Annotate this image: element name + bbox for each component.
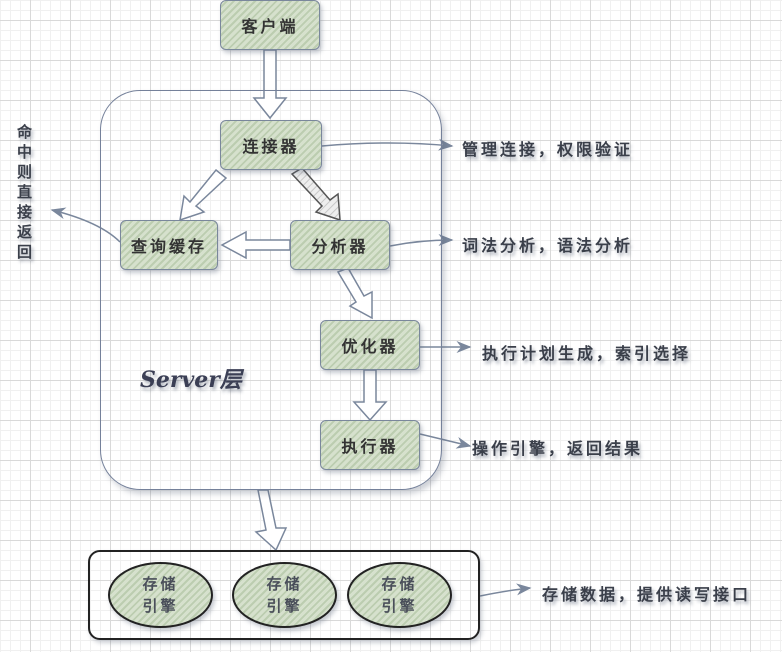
storage-engine-label-line2: 引擎 xyxy=(266,597,303,615)
executor-note: 操作引擎，返回结果 xyxy=(472,439,644,458)
arrow-connector-to-query-cache xyxy=(179,168,228,222)
arrow-connector-to-analyzer xyxy=(290,167,341,222)
arrow-client-to-connector xyxy=(252,49,288,120)
leader-storage-note xyxy=(479,583,532,597)
leader-connector-note xyxy=(321,138,454,151)
storage-engine-3[interactable]: 存储 引擎 xyxy=(347,562,452,628)
storage-engine-layer xyxy=(88,550,480,640)
storage-engine-label-line1: 存储 xyxy=(381,575,418,593)
leader-analyzer-note xyxy=(389,234,454,247)
client-node[interactable]: 客户端 xyxy=(220,0,320,50)
storage-engine-label-line2: 引擎 xyxy=(381,597,418,615)
storage-engine-label-line2: 引擎 xyxy=(142,597,179,615)
server-layer-label: Server层 xyxy=(140,367,242,393)
analyzer-node[interactable]: 分析器 xyxy=(290,220,390,270)
storage-engine-label-line1: 存储 xyxy=(142,575,179,593)
storage-engine-2[interactable]: 存储 引擎 xyxy=(232,562,337,628)
arrow-server-to-storage xyxy=(254,489,288,552)
analyzer-note: 词法分析，语法分析 xyxy=(462,236,634,255)
storage-engine-1[interactable]: 存储 引擎 xyxy=(108,562,213,628)
arrow-analyzer-to-optimizer xyxy=(336,267,373,320)
server-layer-container xyxy=(100,90,442,490)
query-cache-note: 命中则直接返回 xyxy=(15,124,33,264)
executor-node[interactable]: 执行器 xyxy=(320,420,420,470)
connector-note: 管理连接，权限验证 xyxy=(462,140,634,159)
arrow-optimizer-to-executor xyxy=(352,369,388,422)
query-cache-node[interactable]: 查询缓存 xyxy=(120,220,218,270)
arrow-analyzer-to-query-cache xyxy=(220,230,291,260)
optimizer-node[interactable]: 优化器 xyxy=(320,320,420,370)
leader-query-cache-note xyxy=(50,207,121,243)
connector-node[interactable]: 连接器 xyxy=(220,120,322,170)
storage-note: 存储数据，提供读写接口 xyxy=(542,585,752,604)
optimizer-note: 执行计划生成，索引选择 xyxy=(482,344,692,363)
leader-executor-note xyxy=(419,433,472,449)
storage-engine-label-line1: 存储 xyxy=(266,575,303,593)
